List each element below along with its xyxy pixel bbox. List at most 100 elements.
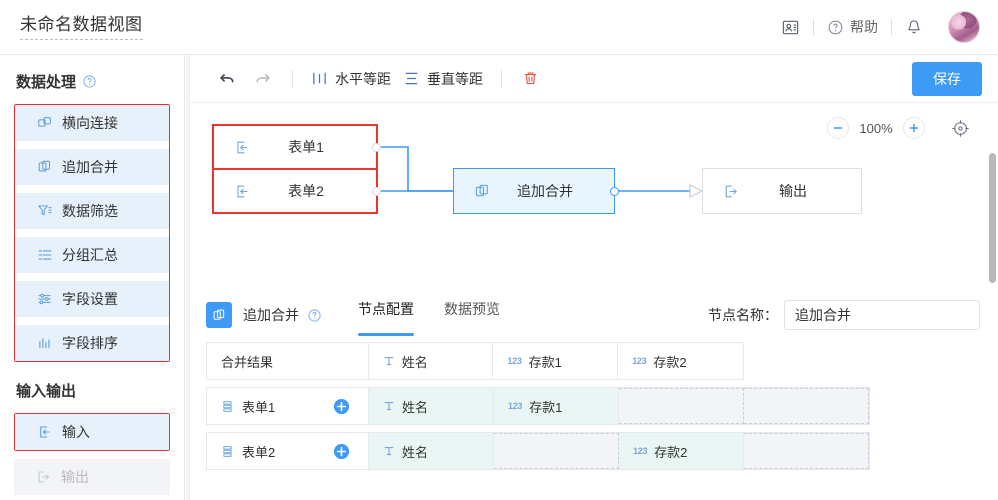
sidebar-section-title-io: 输入输出	[16, 380, 170, 401]
page-title[interactable]: 未命名数据视图	[20, 14, 143, 40]
tab-data-preview[interactable]: 数据预览	[444, 301, 500, 317]
sidebar-item-label: 分组汇总	[62, 247, 118, 263]
vertical-distribute-label: 垂直等距	[427, 70, 483, 87]
question-circle-icon	[827, 19, 844, 36]
table-rows-icon	[221, 445, 234, 458]
sidebar-item-field-sort[interactable]: 字段排序	[15, 325, 169, 361]
flow-node-label: 表单1	[288, 139, 324, 155]
flow-node-form1[interactable]: 表单1	[212, 124, 381, 170]
table-row[interactable]: 表单1 姓名 123 存款1	[206, 387, 870, 425]
flow-node-append-merge[interactable]: 追加合并	[453, 168, 619, 214]
plus-circle-icon[interactable]	[333, 398, 350, 415]
workspace: 水平等距 垂直等距	[186, 55, 998, 500]
table-row[interactable]: 表单2 姓名 123 存款2	[206, 432, 870, 470]
table-rows-icon	[221, 400, 234, 413]
horizontal-distribute-button[interactable]: 水平等距	[305, 65, 397, 93]
fit-view-button[interactable]	[951, 119, 970, 138]
crosshair-target-icon	[951, 119, 970, 138]
header-cell-deposit2: 123 存款2	[618, 343, 743, 379]
tab-node-config[interactable]: 节点配置	[358, 288, 414, 342]
node-name-field-group: 节点名称：	[708, 300, 980, 330]
row-cell-empty[interactable]	[619, 388, 744, 424]
row-source-cell: 表单1	[207, 388, 369, 424]
canvas-scrollbar[interactable]	[989, 153, 996, 283]
delete-button[interactable]	[514, 66, 547, 91]
append-merge-icon	[206, 302, 232, 328]
row-cell-name[interactable]: 姓名	[369, 433, 494, 469]
sidebar-item-label: 数据筛选	[62, 203, 118, 219]
append-merge-icon	[454, 183, 510, 200]
flow-node-label: 输出	[779, 183, 807, 199]
sidebar-item-input[interactable]: 输入	[15, 414, 169, 450]
node-name-input[interactable]	[784, 300, 980, 330]
sidebar-group-input: 输入	[14, 413, 170, 451]
horizontal-distribute-label: 水平等距	[335, 70, 391, 87]
number-type-icon: 123	[633, 446, 648, 456]
sidebar-item-group-summary[interactable]: 分组汇总	[15, 237, 169, 273]
sidebar-item-horizontal-join[interactable]: 横向连接	[15, 105, 169, 141]
contact-card-button[interactable]	[768, 18, 813, 37]
row-cell-empty[interactable]	[494, 433, 619, 469]
row-cell-deposit1[interactable]: 123 存款1	[494, 388, 619, 424]
output-arrow-icon	[36, 469, 52, 485]
toolbar-divider-1	[292, 69, 293, 88]
row-cell-label: 姓名	[402, 444, 429, 460]
number-type-icon: 123	[508, 401, 523, 411]
sidebar-group-data-processing: 横向连接 追加合并 数据筛选	[14, 104, 170, 362]
number-type-icon: 123	[507, 356, 522, 366]
node-output-port[interactable]	[372, 186, 381, 196]
sidebar-item-label: 横向连接	[62, 115, 118, 131]
number-type-icon: 123	[632, 356, 647, 366]
header-divider-1	[813, 19, 814, 35]
flow-node-output[interactable]: 输出	[702, 168, 862, 214]
sidebar-item-label: 追加合并	[62, 159, 118, 175]
avatar[interactable]	[948, 11, 980, 43]
plus-circle-icon[interactable]	[333, 443, 350, 460]
node-output-port[interactable]	[372, 142, 381, 152]
canvas-toolbar: 水平等距 垂直等距	[190, 55, 998, 103]
question-circle-icon[interactable]	[307, 308, 322, 323]
filter-icon	[37, 203, 53, 219]
sidebar-item-field-settings[interactable]: 字段设置	[15, 281, 169, 317]
row-cell-empty[interactable]	[744, 388, 869, 424]
save-button[interactable]: 保存	[912, 61, 982, 96]
row-cell-label: 姓名	[402, 399, 429, 415]
flow-node-form2[interactable]: 表单2	[212, 168, 381, 214]
notifications-button[interactable]	[892, 18, 936, 36]
sidebar-section-label: 输入输出	[16, 383, 77, 400]
trash-icon	[522, 70, 539, 87]
vertical-distribute-button[interactable]: 垂直等距	[397, 65, 489, 93]
horizontal-join-icon	[37, 115, 53, 131]
undo-arrow-icon	[218, 69, 237, 88]
flow-canvas[interactable]: 100%	[190, 103, 998, 288]
row-cell-deposit2[interactable]: 123 存款2	[619, 433, 744, 469]
header-label: 存款1	[528, 354, 562, 370]
sidebar-item-label: 输入	[62, 424, 90, 440]
row-cell-name[interactable]: 姓名	[369, 388, 494, 424]
row-source-label: 表单1	[242, 399, 276, 415]
help-button[interactable]: 帮助	[814, 17, 891, 37]
bell-icon	[905, 18, 923, 36]
sidebar-item-label: 字段设置	[62, 291, 118, 307]
input-arrow-icon	[214, 183, 270, 200]
vertical-distribute-icon	[403, 70, 420, 87]
row-cell-empty[interactable]	[744, 433, 869, 469]
output-arrow-icon	[703, 183, 759, 200]
toolbar-divider-2	[501, 69, 502, 88]
zoom-out-button[interactable]	[827, 117, 849, 139]
sidebar-item-append-merge[interactable]: 追加合并	[15, 149, 169, 185]
input-arrow-icon	[214, 139, 270, 156]
zoom-in-button[interactable]	[903, 117, 925, 139]
node-output-port[interactable]	[610, 186, 619, 196]
sidebar-item-data-filter[interactable]: 数据筛选	[15, 193, 169, 229]
redo-button[interactable]	[245, 65, 280, 92]
left-sidebar: 数据处理 横向连接	[0, 55, 185, 500]
field-mapping-table: 合并结果 姓名 123 存款1 123 存款2	[206, 342, 870, 470]
flow-node-label: 追加合并	[517, 183, 573, 199]
header-actions: 帮助	[768, 11, 980, 43]
row-cell-label: 存款2	[654, 444, 688, 460]
question-circle-icon[interactable]	[82, 74, 97, 89]
text-type-icon	[383, 400, 395, 412]
config-tabs: 节点配置 数据预览	[358, 288, 500, 342]
undo-button[interactable]	[210, 65, 245, 92]
